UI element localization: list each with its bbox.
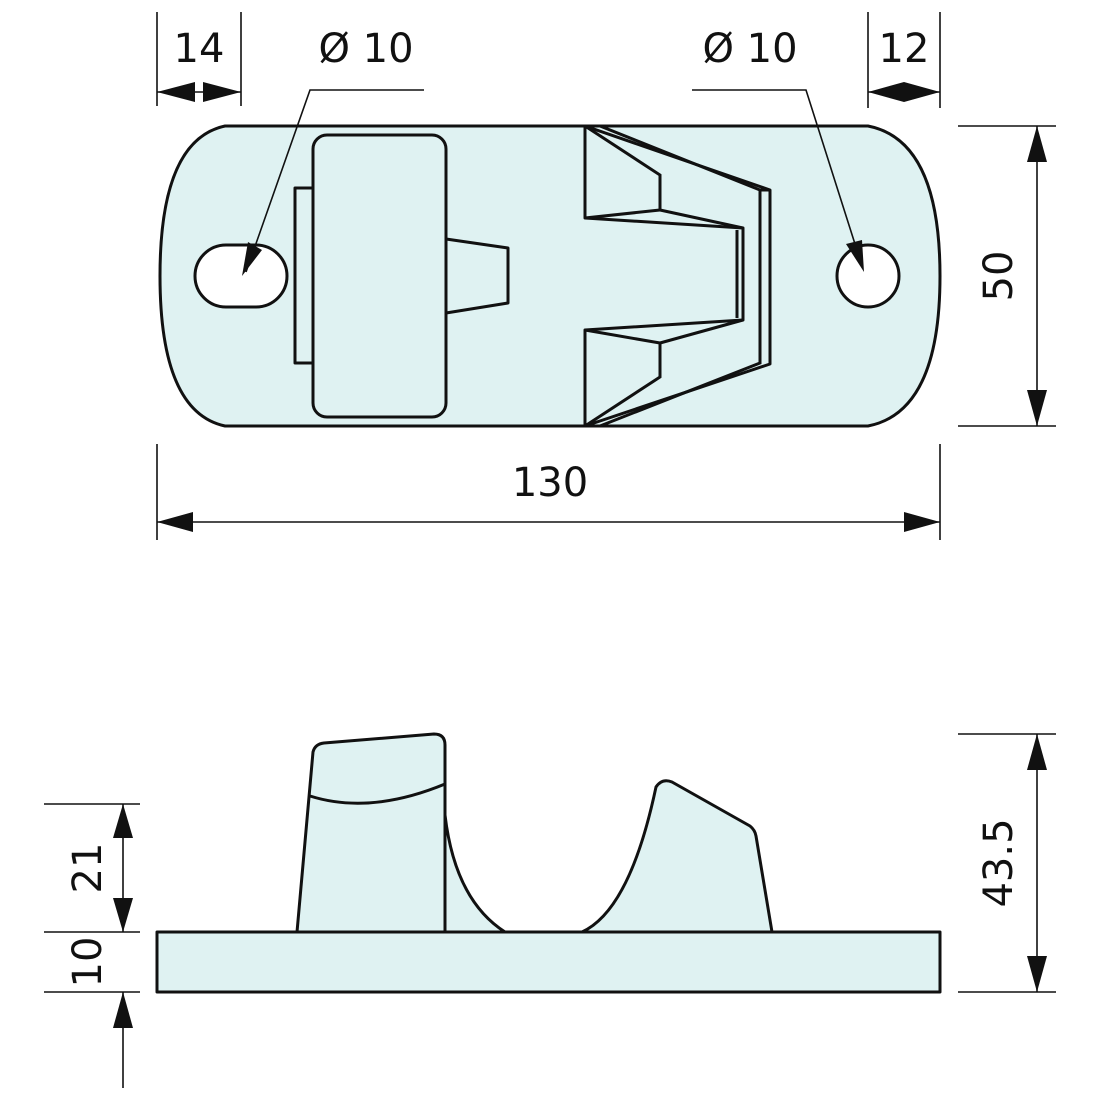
top-view: 14 Ø 10 Ø 10 12 xyxy=(156,12,1056,540)
cleat-right-jaw xyxy=(583,124,772,428)
dim-cleat-height: 21 xyxy=(44,803,140,933)
dim-right-hole-diameter: Ø 10 xyxy=(692,26,864,272)
label-43-5: 43.5 xyxy=(976,818,1022,907)
cleat-left-body xyxy=(311,133,448,419)
slot-hole-left xyxy=(193,243,289,309)
side-view: 21 10 43.5 xyxy=(44,732,1056,1088)
cleat-tongue xyxy=(444,237,510,315)
dim-left-hole-diameter: Ø 10 xyxy=(242,26,424,276)
base-plate-side xyxy=(155,930,942,994)
label-dia-right: Ø 10 xyxy=(702,26,797,72)
dim-total-height: 43.5 xyxy=(958,733,1056,993)
label-10: 10 xyxy=(65,937,111,988)
cleat-left-horn-side xyxy=(295,732,447,934)
label-14: 14 xyxy=(174,26,225,72)
cleat-left-fillet xyxy=(443,813,507,934)
label-21: 21 xyxy=(65,843,111,894)
label-dia-left: Ø 10 xyxy=(318,26,413,72)
dim-length: 130 xyxy=(156,444,941,540)
label-130: 130 xyxy=(512,460,588,506)
dim-right-hole-offset: 12 xyxy=(867,12,941,108)
label-12: 12 xyxy=(879,26,930,72)
round-hole-right xyxy=(835,243,901,309)
label-50: 50 xyxy=(976,251,1022,302)
cleat-right-horn-side xyxy=(580,779,774,934)
dim-left-hole-offset: 14 xyxy=(156,12,242,106)
dim-base-thickness: 10 xyxy=(44,937,140,1088)
dim-height: 50 xyxy=(958,125,1056,427)
